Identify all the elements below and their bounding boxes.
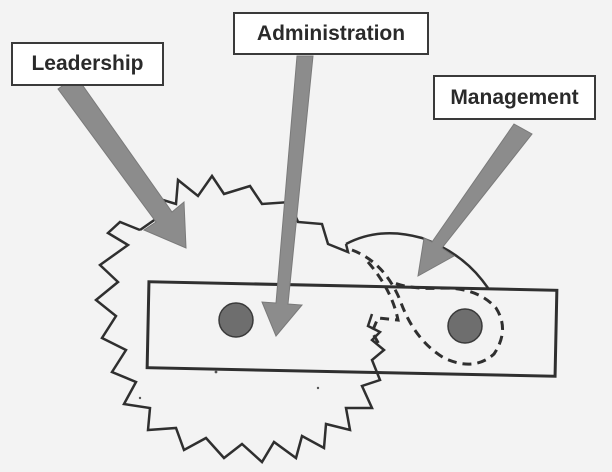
- left-hole: [218, 302, 254, 338]
- management-label: Management: [433, 75, 596, 120]
- arrow-management: [417, 123, 533, 277]
- right-hole: [447, 308, 483, 344]
- speck: [214, 370, 218, 374]
- speck: [316, 386, 320, 390]
- cam-dashed-inner: [366, 261, 400, 347]
- gear-outline: [94, 220, 386, 464]
- cam-outer-curve: [345, 232, 489, 289]
- administration-label: Administration: [233, 12, 429, 55]
- leadership-label: Leadership: [11, 42, 164, 86]
- arrow-leadership: [57, 75, 187, 249]
- arrow-administration: [261, 55, 314, 337]
- speck: [138, 396, 142, 400]
- horizontal-bar: [145, 280, 559, 378]
